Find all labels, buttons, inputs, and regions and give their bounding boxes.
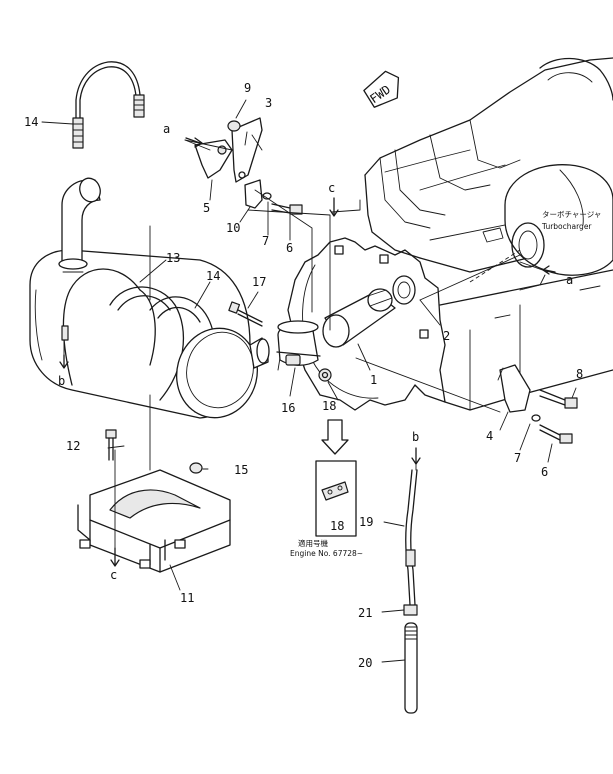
leader-lines	[41, 99, 577, 663]
callout-20: 20	[358, 656, 372, 670]
callout-14-mid: 14	[206, 269, 220, 283]
reference-letters: a a b b c c	[58, 122, 573, 582]
nut-15	[189, 462, 203, 474]
bracket-5	[184, 139, 233, 179]
bracket-10	[244, 179, 263, 209]
callout-5: 5	[203, 201, 210, 215]
callout-13: 13	[166, 251, 180, 265]
turbocharger	[469, 164, 613, 291]
bracket-3	[231, 117, 263, 183]
bracket-4	[497, 364, 531, 413]
callout-10: 10	[226, 221, 240, 235]
nut-9	[227, 120, 241, 132]
muffler-13	[29, 249, 270, 419]
ref-a-top: a	[163, 122, 170, 136]
callout-12: 12	[66, 439, 80, 453]
callout-2: 2	[443, 329, 450, 343]
callout-4: 4	[486, 429, 493, 443]
inset-box	[315, 419, 357, 537]
callout-19: 19	[359, 515, 373, 529]
callout-11: 11	[180, 591, 194, 605]
serial-label-jp: 適用号機	[298, 538, 328, 548]
callout-6-top: 6	[286, 241, 293, 255]
washer-7-right	[531, 414, 541, 422]
callout-18: 18	[322, 399, 336, 413]
bolt-12	[105, 429, 117, 461]
bolt-17	[228, 301, 263, 327]
callout-21: 21	[358, 606, 372, 620]
bolt-6-top	[271, 203, 303, 215]
turbo-label-jp: ターボチャージャ	[542, 210, 601, 219]
nut-18	[318, 368, 332, 382]
callout-18-inset: 18	[330, 519, 344, 533]
serial-label-en: Engine No. 67728~	[290, 549, 363, 558]
callout-labels: 1 2 3 4 5 6 6 7 7 8 9 10 11 12 13 14 14 …	[24, 81, 583, 670]
clamp-16	[276, 320, 321, 371]
ref-a-right: a	[566, 273, 573, 287]
tail-pipe	[58, 177, 101, 273]
bolt-8	[539, 389, 578, 409]
callout-15: 15	[234, 463, 248, 477]
ref-b-left: b	[58, 374, 65, 388]
callout-14-top: 14	[24, 115, 38, 129]
callout-6-right: 6	[541, 465, 548, 479]
reference-arrows	[59, 137, 556, 567]
callout-17: 17	[252, 275, 266, 289]
nut-21	[403, 604, 418, 616]
ref-b-right: b	[412, 430, 419, 444]
bracket-11	[77, 469, 231, 573]
callout-7-right: 7	[514, 451, 521, 465]
callout-8: 8	[576, 367, 583, 381]
engine-block	[364, 57, 613, 411]
callout-16: 16	[281, 401, 295, 415]
exhaust-pipe-1	[322, 288, 396, 348]
callout-1: 1	[370, 373, 377, 387]
callout-9: 9	[244, 81, 251, 95]
fwd-arrow: FWD	[363, 70, 400, 108]
callout-3: 3	[265, 96, 272, 110]
washer-7-top	[262, 192, 272, 200]
ref-c-top: c	[328, 181, 335, 195]
turbo-label-en: Turbocharger	[541, 222, 592, 231]
bolt-6-right	[539, 424, 573, 444]
tube-20	[404, 622, 418, 714]
callout-7-top: 7	[262, 234, 269, 248]
pipe-19	[405, 469, 418, 606]
ref-c-bottom: c	[110, 568, 117, 582]
strap-14-top	[72, 61, 145, 149]
